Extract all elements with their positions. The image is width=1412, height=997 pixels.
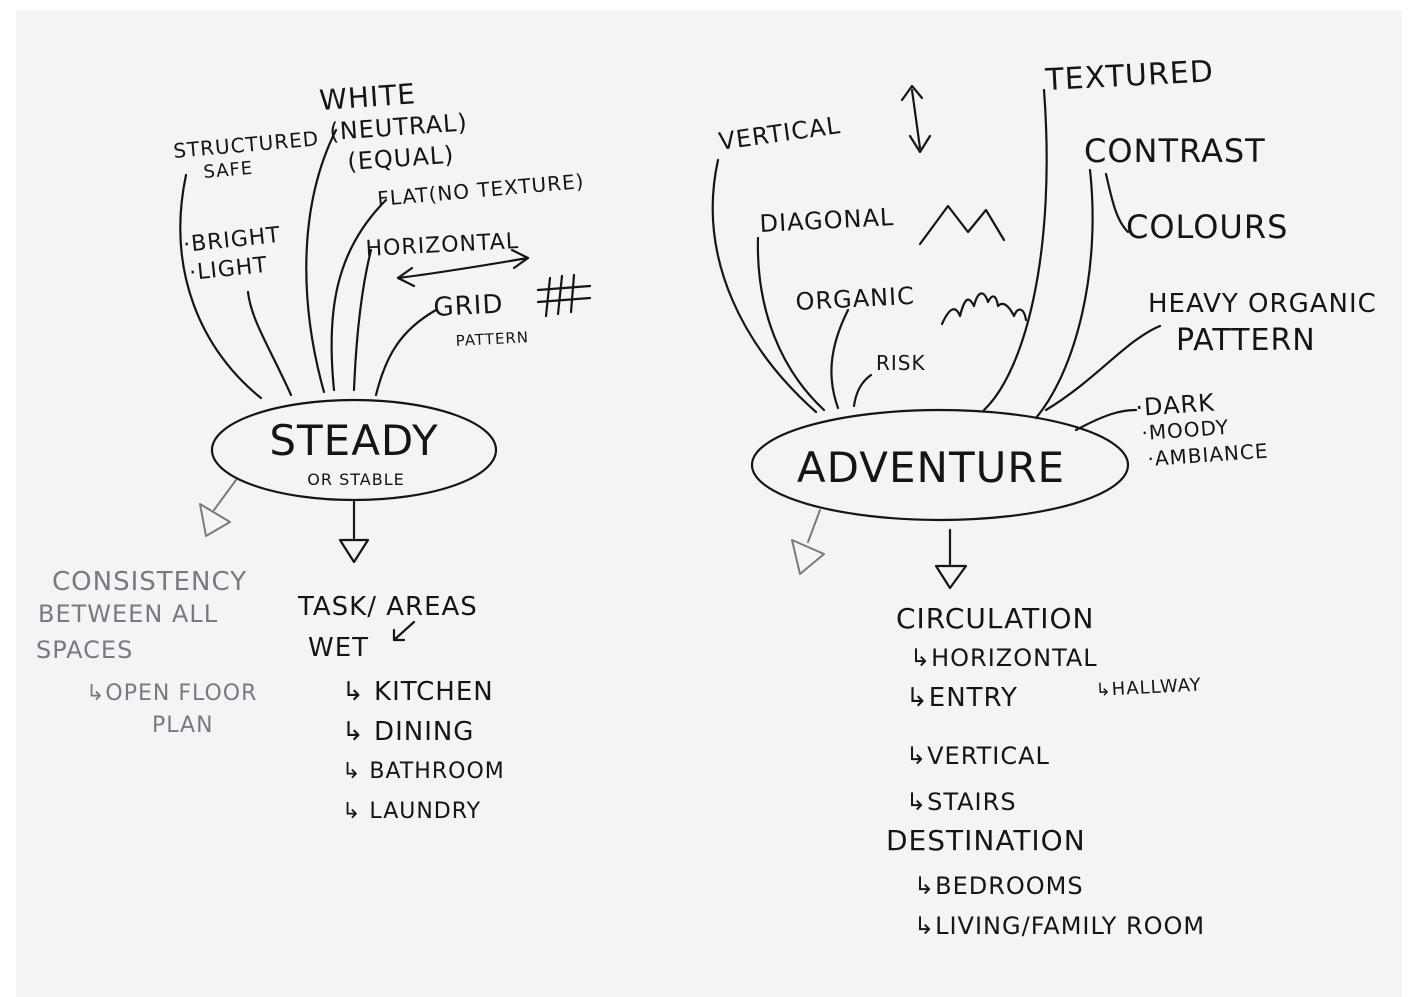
label-bright: ·BRIGHT [182, 223, 282, 258]
organic-squiggle-sketch [940, 292, 1028, 326]
steady-bubble [210, 398, 498, 502]
consistency-line1: CONSISTENCY [52, 567, 247, 597]
circulation-heading: CIRCULATION [896, 602, 1094, 635]
label-risk: RISK [876, 351, 926, 375]
destination-bedrooms: ↳BEDROOMS [914, 872, 1084, 900]
label-colours: COLOURS [1126, 208, 1288, 246]
mind-map: STEADY OR STABLE STRUCTURED SAFE WHITE (… [36, 54, 1377, 940]
circulation-entry: ↳ENTRY [906, 683, 1018, 713]
label-diagonal: DIAGONAL [759, 203, 895, 238]
colours-connector [1104, 172, 1130, 234]
arrow-left-adventure [791, 509, 825, 575]
spoke-risk [852, 373, 873, 408]
spoke-structured [179, 173, 263, 400]
spoke-bright [246, 290, 293, 397]
consistency-line3: SPACES [36, 636, 133, 664]
vertical-arrow-sketch [900, 84, 932, 154]
label-equal: (EQUAL) [346, 141, 455, 176]
label-dark: ·DARK [1134, 388, 1216, 421]
task-areas-wet: WET [308, 633, 369, 663]
label-adventure-pattern: PATTERN [1176, 323, 1316, 358]
wet-arrow [392, 620, 416, 642]
steady-subtitle: OR STABLE [307, 470, 404, 489]
spoke-textured [982, 88, 1048, 412]
consistency-line4: ↳OPEN FLOOR [86, 681, 257, 706]
task-item-dining: ↳ DINING [342, 717, 474, 747]
destination-heading: DESTINATION [886, 824, 1086, 857]
label-safe: SAFE [203, 158, 254, 183]
circulation-horizontal: ↳HORIZONTAL [910, 644, 1098, 672]
spoke-vertical [711, 158, 818, 414]
destination-living: ↳LIVING/FAMILY ROOM [914, 912, 1205, 940]
label-textured: TEXTURED [1044, 54, 1215, 98]
spoke-heavy-organic [1044, 324, 1162, 412]
circulation-vertical: ↳VERTICAL [906, 742, 1050, 770]
spoke-grid [374, 308, 438, 397]
label-moody: ·MOODY [1141, 415, 1230, 445]
spoke-flat [330, 198, 388, 392]
arrow-to-task-areas [338, 500, 370, 564]
label-white: WHITE [318, 77, 417, 117]
spoke-white [305, 128, 338, 394]
label-heavy-organic: HEAVY ORGANIC [1148, 289, 1377, 319]
label-grid-pattern: PATTERN [455, 328, 529, 350]
label-organic: ORGANIC [795, 282, 916, 316]
label-horizontal: HORIZONTAL [365, 229, 520, 262]
consistency-line5: PLAN [152, 713, 214, 738]
spoke-diagonal [756, 236, 826, 412]
spoke-organic [830, 308, 850, 410]
label-vertical: VERTICAL [717, 111, 842, 156]
label-flat: FLAT(NO TEXTURE) [376, 169, 585, 211]
circulation-stairs: ↳STAIRS [906, 788, 1017, 816]
label-light: ·LIGHT [188, 253, 269, 286]
spoke-dark [1074, 408, 1138, 432]
diagonal-zigzag-sketch [918, 204, 1006, 246]
horizontal-arrow-sketch [396, 248, 530, 288]
label-ambiance: ·AMBIANCE [1147, 439, 1270, 471]
task-item-kitchen: ↳ KITCHEN [342, 677, 494, 707]
spoke-contrast [1034, 168, 1094, 420]
task-item-laundry: ↳ LAUNDRY [342, 799, 481, 824]
consistency-line2: BETWEEN ALL [38, 600, 218, 628]
label-grid: GRID [433, 289, 504, 323]
paper-sheet: STEADY OR STABLE STRUCTURED SAFE WHITE (… [16, 10, 1402, 997]
adventure-title: ADVENTURE [797, 443, 1065, 492]
arrow-to-circulation [934, 528, 968, 590]
label-contrast: CONTRAST [1084, 132, 1266, 170]
circulation-hallway: ↳HALLWAY [1095, 674, 1202, 701]
task-areas-heading: TASK/ AREAS [297, 592, 478, 622]
task-item-bathroom: ↳ BATHROOM [342, 759, 505, 784]
grid-sketch [536, 273, 592, 318]
arrow-to-consistency [199, 479, 237, 537]
steady-title: STEADY [269, 416, 438, 465]
adventure-bubble [750, 408, 1130, 522]
spoke-horizontal [352, 248, 373, 392]
